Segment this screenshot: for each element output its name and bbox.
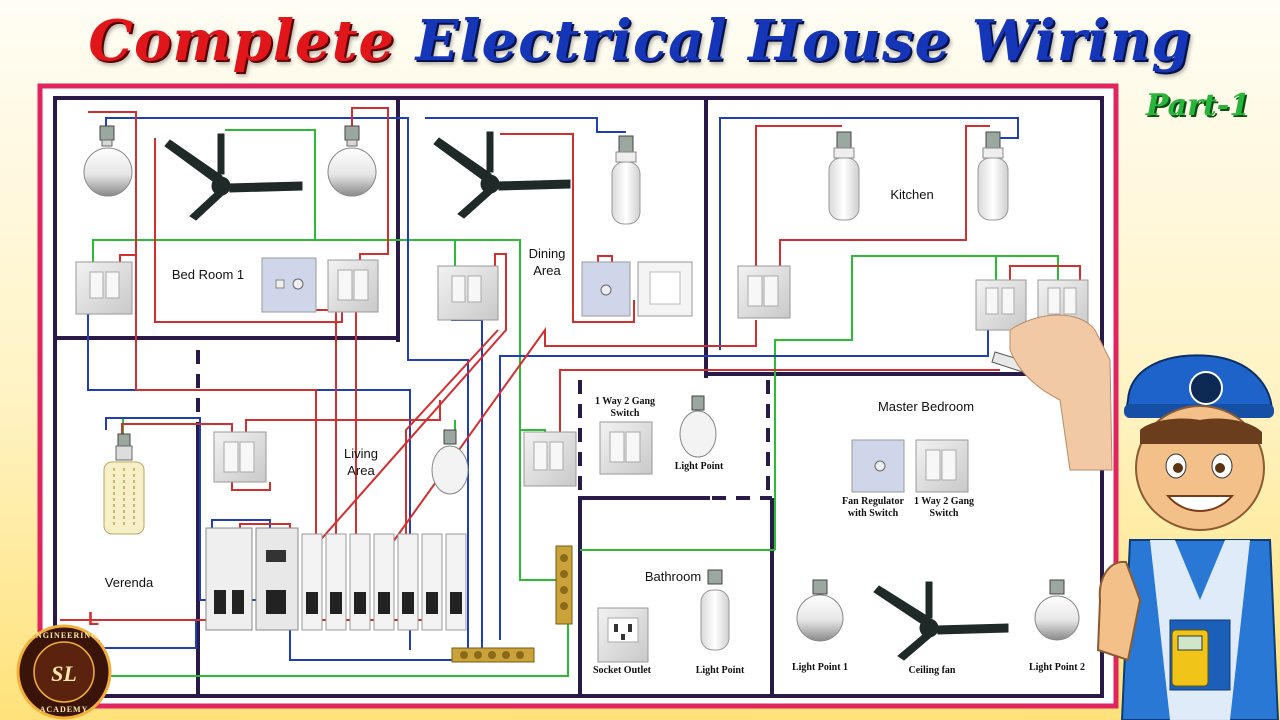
cfl-kitchen-2 bbox=[977, 131, 1009, 221]
neutral-kitchen bbox=[719, 117, 1019, 350]
neutral-dining-cfl bbox=[425, 117, 626, 133]
label-light-point-1: Light Point 1 bbox=[792, 662, 848, 673]
live-bedroom-bulb bbox=[351, 107, 389, 268]
live-bedroom bbox=[88, 111, 317, 545]
title-part-wiring: Electrical House Wiring bbox=[415, 8, 1192, 74]
label-ceiling-fan: Ceiling fan bbox=[909, 665, 956, 676]
switch-kitchen-1 bbox=[737, 265, 791, 319]
room-label-dining-2: Area bbox=[533, 263, 561, 278]
room-label-living-1: Living bbox=[344, 446, 378, 461]
outer-frame bbox=[37, 83, 1119, 709]
label-fan-regulator-2: with Switch bbox=[848, 508, 899, 519]
label-1way-2gang-1: 1 Way 2 Gang bbox=[595, 396, 655, 407]
room-label-master-bedroom: Master Bedroom bbox=[878, 399, 974, 414]
cfl-dining bbox=[611, 135, 641, 225]
earth-bedroom-fan bbox=[225, 129, 316, 240]
switch-hall-2gang bbox=[599, 421, 653, 475]
engineer-mascot bbox=[1096, 354, 1280, 720]
cfl-bathroom bbox=[700, 569, 730, 651]
label-fan-regulator-1: Fan Regulator bbox=[842, 496, 905, 507]
live-dining-fan bbox=[500, 133, 635, 323]
live-dining bbox=[315, 253, 507, 546]
switch-bedroom-2 bbox=[327, 259, 379, 313]
regulator-master bbox=[851, 439, 905, 493]
regulator-dining bbox=[581, 261, 631, 317]
earth-kitchen bbox=[580, 255, 1059, 551]
distribution-board bbox=[205, 527, 467, 631]
logo-text-top: ENGINEERING bbox=[30, 631, 99, 640]
wall-outer bbox=[53, 96, 1104, 698]
live-living-bulb bbox=[245, 400, 441, 442]
label-light-point-bath: Light Point bbox=[696, 665, 745, 676]
room-label-bedroom1: Bed Room 1 bbox=[172, 267, 244, 282]
live-mcb-feed bbox=[405, 329, 499, 545]
bulb-bedroom-left bbox=[83, 125, 133, 197]
earth-dining bbox=[455, 239, 560, 581]
title-part-complete: Complete bbox=[88, 8, 396, 74]
switch-dining-1 bbox=[437, 265, 499, 321]
corn-bulb-verenda bbox=[103, 433, 145, 535]
earth-bedroom bbox=[92, 239, 456, 270]
page-title: Complete Electrical House Wiring bbox=[0, 2, 1280, 80]
earth-link-bar bbox=[555, 545, 573, 625]
switch-dining-2 bbox=[637, 261, 693, 317]
label-mb-switch-1: 1 Way 2 Gang bbox=[914, 496, 974, 507]
switch-verenda bbox=[213, 431, 267, 483]
supply-live-letter: L bbox=[88, 609, 99, 629]
halogen-hall bbox=[679, 395, 717, 458]
room-label-living-2: Area bbox=[347, 463, 375, 478]
room-label-dining-1: Dining bbox=[529, 246, 566, 261]
drawing-hand-illustration bbox=[991, 314, 1113, 471]
logo-initials: SL bbox=[51, 661, 77, 686]
label-light-point-2: Light Point 2 bbox=[1029, 662, 1085, 673]
live-kitchen-1 bbox=[755, 125, 842, 268]
bulb-master-1 bbox=[796, 579, 844, 642]
live-verenda-switch bbox=[231, 480, 271, 491]
switch-master-2gang bbox=[915, 439, 969, 493]
label-light-point-hall: Light Point bbox=[675, 461, 724, 472]
neutral-link-bar bbox=[451, 647, 535, 663]
label-mb-switch-2: Switch bbox=[930, 508, 959, 519]
socket-outlet-bathroom bbox=[597, 607, 649, 663]
room-label-bathroom: Bathroom bbox=[645, 569, 701, 584]
fan-bedroom bbox=[164, 133, 303, 221]
halogen-living bbox=[431, 429, 469, 495]
bulb-bedroom-right bbox=[327, 125, 377, 197]
live-rccb bbox=[239, 523, 291, 530]
neutral-verenda bbox=[105, 417, 460, 661]
live-kitchen-2 bbox=[779, 125, 990, 268]
label-socket-outlet: Socket Outlet bbox=[593, 665, 652, 676]
fan-dining bbox=[433, 131, 571, 219]
logo-text-bottom: ACADEMY bbox=[40, 705, 89, 714]
live-kitchen-feed bbox=[379, 320, 757, 561]
cfl-kitchen-1 bbox=[828, 131, 860, 221]
switch-bedroom-1 bbox=[75, 261, 133, 315]
neutral-dining bbox=[407, 340, 469, 650]
room-label-verenda: Verenda bbox=[105, 575, 154, 590]
academy-logo: ENGINEERING SL ACADEMY bbox=[16, 624, 112, 720]
label-1way-2gang-2: Switch bbox=[611, 408, 640, 419]
part-label: Part-1 bbox=[1145, 88, 1251, 123]
regulator-bedroom bbox=[261, 257, 317, 313]
neutral-bedroom bbox=[105, 117, 409, 340]
switch-living bbox=[523, 431, 577, 487]
room-label-kitchen: Kitchen bbox=[890, 187, 933, 202]
wall-openings bbox=[196, 108, 1104, 500]
switch-kitchen-2 bbox=[975, 279, 1027, 331]
bulb-master-2 bbox=[1034, 579, 1080, 641]
live-living-feed bbox=[559, 369, 1000, 440]
fan-master bbox=[873, 581, 1009, 661]
